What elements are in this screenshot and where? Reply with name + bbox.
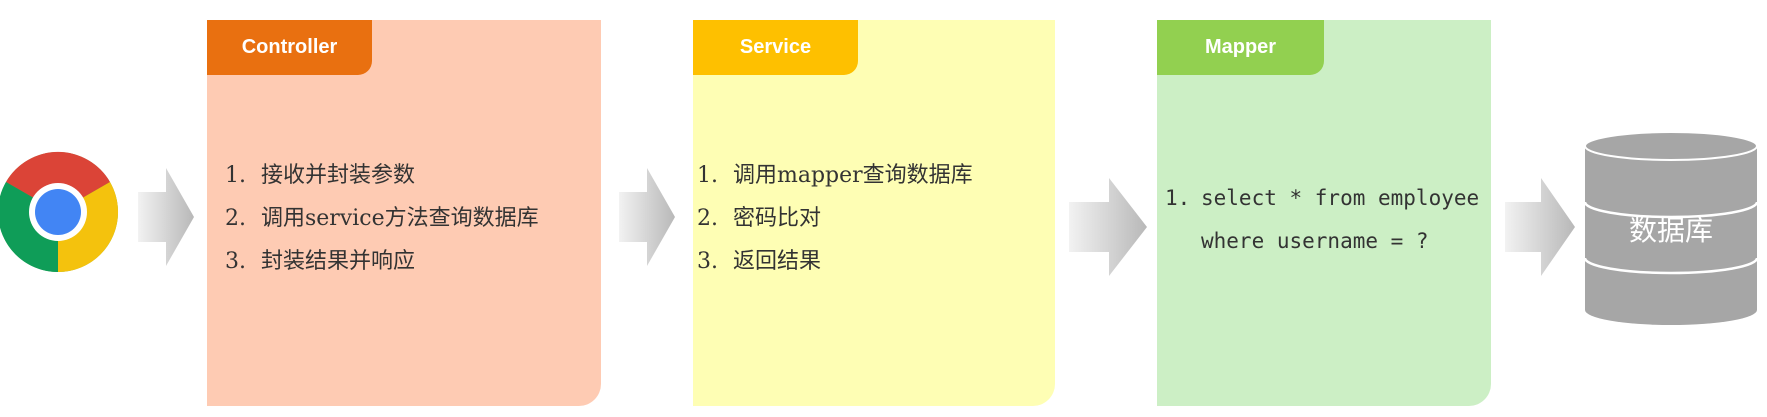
list-item: 1.调用mapper查询数据库 [697,163,973,188]
service-steps: 1.调用mapper查询数据库 2.密码比对 3.返回结果 [697,154,973,283]
list-item: 2.密码比对 [697,206,822,231]
list-item: 3.返回结果 [697,249,822,274]
database-label: 数据库 [1629,214,1713,247]
controller-card: Controller 1.接收并封装参数 2.调用service方法查询数据库 … [207,20,601,406]
service-title: Service [739,36,812,58]
service-card: Service 1.调用mapper查询数据库 2.密码比对 3.返回结果 [693,20,1055,406]
arrow-right-icon [138,168,194,266]
arrow-right-icon [619,168,675,266]
list-item: 2.调用service方法查询数据库 [225,206,539,231]
controller-steps: 1.接收并封装参数 2.调用service方法查询数据库 3.封装结果并响应 [225,154,539,283]
mapper-card: Mapper 1.select * from employee where us… [1157,20,1491,406]
list-item: 1.接收并封装参数 [225,163,416,188]
controller-tab: Controller [207,20,372,75]
arrow-right-icon [1069,178,1147,276]
list-item: where username = ? [1201,229,1429,253]
mapper-steps: 1.select * from employee where username … [1165,177,1479,263]
database-cylinder-icon: 数据库 [1583,131,1759,325]
mapper-tab: Mapper [1157,20,1324,75]
service-tab: Service [693,20,858,75]
mapper-title: Mapper [1204,36,1277,58]
chrome-browser-icon [0,151,119,273]
arrow-right-icon [1505,178,1575,276]
list-item: 3.封装结果并响应 [225,249,416,274]
controller-title: Controller [241,36,338,58]
list-item: 1.select * from employee [1165,186,1480,210]
